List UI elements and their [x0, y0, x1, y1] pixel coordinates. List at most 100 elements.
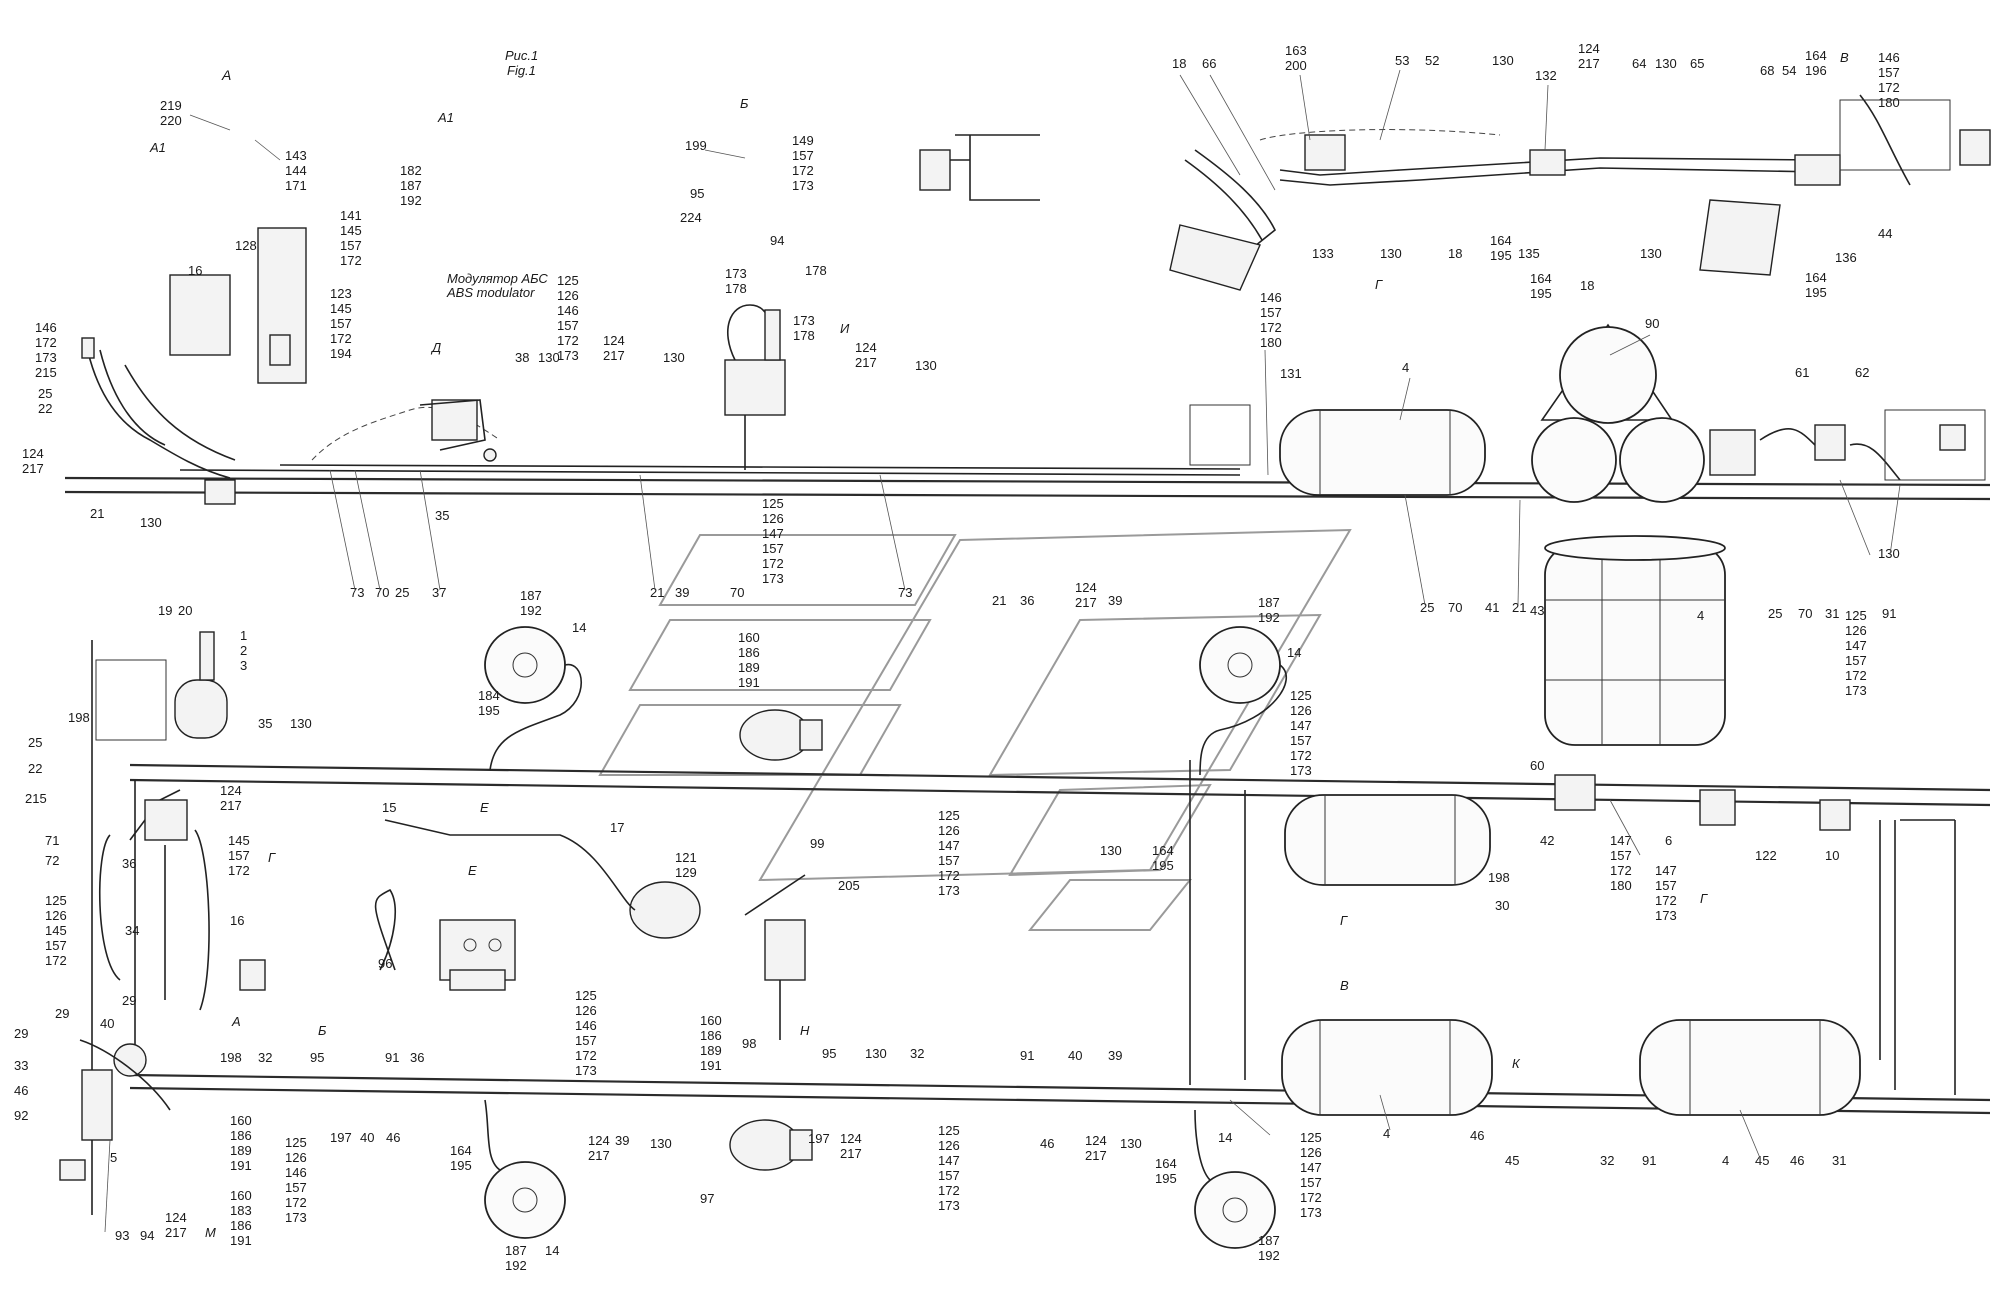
callout-191-d: 191 [700, 1058, 722, 1073]
callout-18-c: 18 [1580, 278, 1594, 293]
callout-172-o: 172 [1655, 893, 1677, 908]
callout-217-h: 217 [588, 1148, 610, 1163]
view-label-a: А [221, 67, 231, 83]
callout-164-e: 164 [1152, 843, 1174, 858]
callout-130-i: 130 [1878, 546, 1900, 561]
callout-172-d: 172 [557, 333, 579, 348]
figure-label-ru: Рис.1 [505, 48, 538, 63]
callout-144: 144 [285, 163, 307, 178]
callout-171: 171 [285, 178, 307, 193]
callout-192-top: 192 [400, 193, 422, 208]
valve-121 [384, 819, 701, 939]
callout-157-m: 157 [1610, 848, 1632, 863]
callout-172-g: 172 [1260, 320, 1282, 335]
callout-178-a: 178 [725, 281, 747, 296]
spring-brake-lower [729, 1119, 813, 1171]
callout-16-b: 16 [230, 913, 244, 928]
callout-157-b: 157 [792, 148, 814, 163]
brake-chamber-front-bottom [484, 1099, 566, 1239]
callout-36-b: 36 [122, 856, 136, 871]
callout-147-b: 147 [1845, 638, 1867, 653]
callout-40-b: 40 [360, 1130, 374, 1145]
callout-200: 200 [1285, 58, 1307, 73]
callout-187-a: 187 [520, 588, 542, 603]
rear-valves-lower [1554, 774, 1955, 1060]
callout-132: 132 [1535, 68, 1557, 83]
callout-164-g: 164 [1155, 1156, 1177, 1171]
callout-35-b: 35 [258, 716, 272, 731]
callout-15: 15 [382, 800, 396, 815]
callout-194: 194 [330, 346, 352, 361]
callout-172-l: 172 [45, 953, 67, 968]
callout-124-d: 124 [1578, 41, 1600, 56]
callout-157-h: 157 [1845, 653, 1867, 668]
callout-220: 220 [160, 113, 182, 128]
callout-4-a: 4 [1402, 360, 1409, 375]
callout-18-a: 18 [1172, 56, 1186, 71]
callout-157-l: 157 [938, 853, 960, 868]
callout-126-a: 126 [557, 288, 579, 303]
callout-3: 3 [240, 658, 247, 673]
callout-10: 10 [1825, 848, 1839, 863]
callout-172-r: 172 [938, 1183, 960, 1198]
callout-73-b: 73 [898, 585, 912, 600]
callout-91-a: 91 [1882, 606, 1896, 621]
callout-172-b: 172 [792, 163, 814, 178]
air-tank-lower-mid [1284, 794, 1491, 886]
valve-block-e [439, 919, 516, 991]
callout-164-a: 164 [1805, 48, 1827, 63]
relay-valve-205 [744, 874, 806, 1040]
callout-224: 224 [680, 210, 702, 225]
callout-172-k: 172 [228, 863, 250, 878]
callout-173-g: 173 [35, 350, 57, 365]
callout-180-c: 180 [1610, 878, 1632, 893]
callout-125-b: 125 [762, 496, 784, 511]
callout-29-c: 29 [14, 1026, 28, 1041]
callout-192-a: 192 [520, 603, 542, 618]
callout-145-b: 145 [330, 301, 352, 316]
callout-191-b: 191 [230, 1158, 252, 1173]
callout-172-e: 172 [35, 335, 57, 350]
callout-124-g: 124 [165, 1210, 187, 1225]
callout-130-d: 130 [140, 515, 162, 530]
callout-186-b: 186 [230, 1128, 252, 1143]
callout-192-d: 192 [505, 1258, 527, 1273]
callout-146-e: 146 [285, 1165, 307, 1180]
callout-5: 5 [110, 1150, 117, 1165]
rear-axle-detail [1169, 94, 1991, 291]
view-label-e: Е [468, 863, 477, 878]
view-label-a1: А1 [437, 110, 454, 125]
callout-124-i: 124 [840, 1131, 862, 1146]
callout-173-j: 173 [1290, 763, 1312, 778]
callout-217-f: 217 [220, 798, 242, 813]
callout-136: 136 [1835, 250, 1857, 265]
callout-195-a: 195 [1490, 248, 1512, 263]
callout-6: 6 [1665, 833, 1672, 848]
callout-195-d: 195 [478, 703, 500, 718]
callout-62: 62 [1855, 365, 1869, 380]
callout-20: 20 [178, 603, 192, 618]
callout-217-c: 217 [22, 461, 44, 476]
callout-186-a: 186 [738, 645, 760, 660]
callout-52: 52 [1425, 53, 1439, 68]
callout-31-b: 31 [1832, 1153, 1846, 1168]
callout-187-b: 187 [1258, 595, 1280, 610]
callout-164-b: 164 [1490, 233, 1512, 248]
callout-130-g: 130 [1380, 246, 1402, 261]
view-label-b-lower: Б [318, 1023, 327, 1038]
callout-41: 41 [1485, 600, 1499, 615]
callout-163: 163 [1285, 43, 1307, 58]
view-label-i: И [840, 321, 850, 336]
callout-219: 219 [160, 98, 182, 113]
callout-172-f: 172 [1878, 80, 1900, 95]
callout-25-c: 25 [1420, 600, 1434, 615]
callout-172-h: 172 [762, 556, 784, 571]
callout-173-f: 173 [793, 313, 815, 328]
callout-205: 205 [838, 878, 860, 893]
callout-145-c: 145 [228, 833, 250, 848]
callout-164-f: 164 [450, 1143, 472, 1158]
callout-160-c: 160 [230, 1188, 252, 1203]
callout-53: 53 [1395, 53, 1409, 68]
callout-147-h: 147 [1300, 1160, 1322, 1175]
callout-173-m: 173 [285, 1210, 307, 1225]
